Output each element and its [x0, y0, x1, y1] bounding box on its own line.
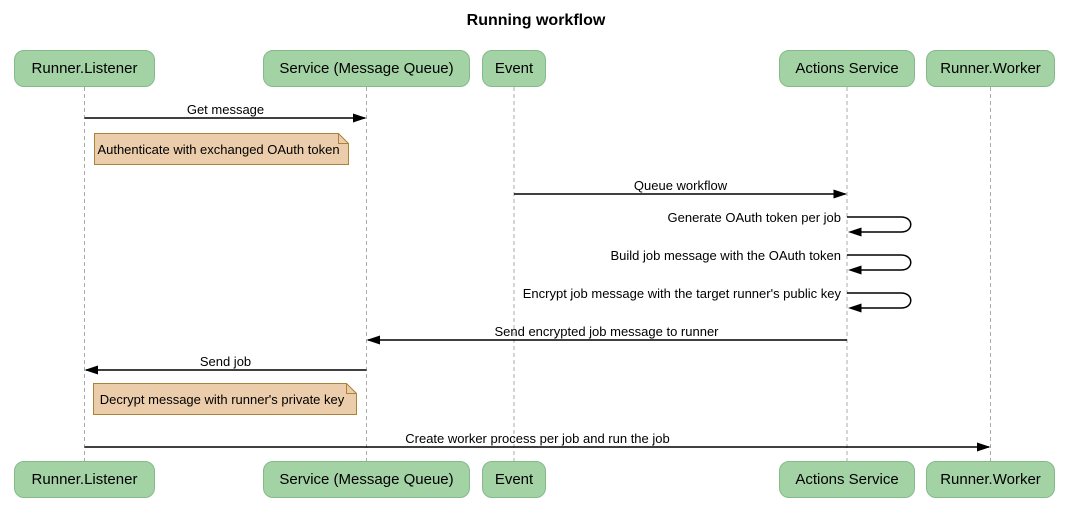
- participant-bottom-actions-service: Actions Service: [779, 461, 915, 498]
- arrow-create-worker-process: [84, 442, 991, 452]
- lifelines: [84, 87, 991, 461]
- note-decrypt-private-key: Decrypt message with runner's private ke…: [93, 383, 357, 415]
- note-shape: [94, 133, 349, 165]
- arrow-send-encrypted-job-message: [366, 335, 847, 345]
- message-label-generate-oauth-token: Generate OAuth token per job: [667, 210, 841, 225]
- arrow-self-encrypt-job-message: [847, 292, 912, 313]
- participant-label: Service (Message Queue): [279, 60, 454, 77]
- diagram-title: Running workflow: [466, 12, 606, 29]
- message-label-build-job-message: Build job message with the OAuth token: [610, 248, 841, 263]
- participant-top-runner-worker: Runner.Worker: [926, 50, 1055, 87]
- participant-bottom-event: Event: [482, 461, 546, 498]
- arrow-self-generate-oauth-token: [847, 216, 912, 237]
- message-label-queue-workflow: Queue workflow: [633, 178, 728, 193]
- participant-label: Runner.Worker: [940, 60, 1041, 77]
- note-text: Decrypt message with runner's private ke…: [99, 391, 345, 407]
- participant-bottom-runner-listener: Runner.Listener: [14, 461, 155, 498]
- message-arrows: [84, 113, 991, 452]
- participant-bottom-runner-worker: Runner.Worker: [926, 461, 1055, 498]
- participant-top-runner-listener: Runner.Listener: [14, 50, 155, 87]
- participant-label: Runner.Listener: [31, 60, 138, 77]
- participant-label: Actions Service: [795, 471, 899, 488]
- note-text: Authenticate with exchanged OAuth token: [97, 141, 340, 157]
- arrow-self-build-job-message: [847, 254, 912, 275]
- arrow-send-job: [84, 365, 367, 375]
- arrow-queue-workflow: [514, 189, 847, 199]
- participant-top-service-message-queue: Service (Message Queue): [263, 50, 470, 87]
- participant-bottom-service-message-queue: Service (Message Queue): [263, 461, 470, 498]
- participant-label: Runner.Listener: [31, 471, 138, 488]
- participant-label: Actions Service: [795, 60, 899, 77]
- message-label-send-job: Send job: [199, 354, 252, 369]
- message-label-create-worker-process: Create worker process per job and run th…: [405, 431, 670, 446]
- participant-label: Event: [494, 471, 534, 488]
- participant-label: Event: [494, 60, 534, 77]
- message-label-encrypt-job-message: Encrypt job message with the target runn…: [522, 286, 841, 301]
- message-label-send-encrypted-job-message: Send encrypted job message to runner: [494, 324, 719, 339]
- participant-label: Runner.Worker: [940, 471, 1041, 488]
- participant-top-actions-service: Actions Service: [779, 50, 915, 87]
- participant-label: Service (Message Queue): [279, 471, 454, 488]
- note-authenticate-oauth: Authenticate with exchanged OAuth token: [94, 133, 349, 165]
- arrow-get-message: [84, 113, 367, 123]
- message-label-get-message: Get message: [186, 102, 265, 117]
- participant-top-event: Event: [482, 50, 546, 87]
- note-shape: [93, 383, 357, 415]
